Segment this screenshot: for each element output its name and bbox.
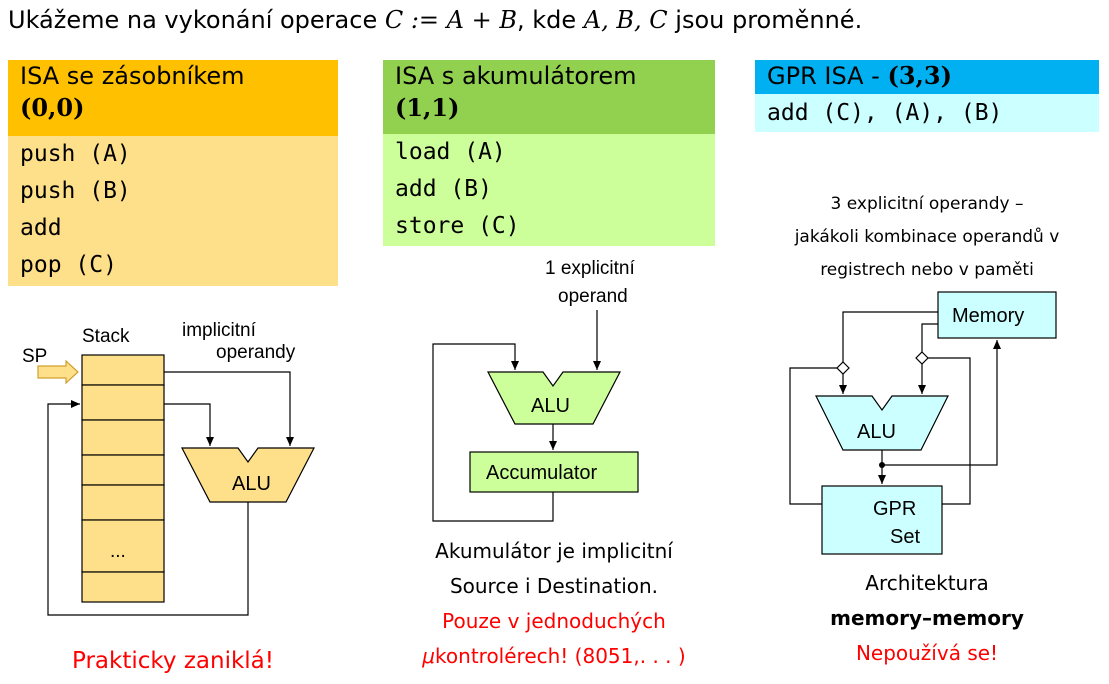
code-line: add <box>20 215 62 241</box>
gpr-set-label-2: Set <box>890 526 920 548</box>
gpr-alu-label: ALU <box>857 421 896 443</box>
stack-diagram: Stack SP implicitní operandy ALU ... <box>22 320 315 616</box>
acc-note: Akumulátor je implicitní Source i Destin… <box>383 534 725 674</box>
gpr-isa-title: GPR ISA - <box>767 62 888 90</box>
code-line: add (B) <box>395 176 492 202</box>
stack-ellipsis: ... <box>110 541 126 562</box>
code-line: pop (C) <box>20 252 117 278</box>
acc-alu-label: ALU <box>531 395 570 417</box>
acc-wires <box>432 310 601 522</box>
sp-label: SP <box>22 346 47 367</box>
mu-symbol: μ <box>422 644 436 668</box>
stack-isa-title: ISA se zásobníkem <box>20 62 245 90</box>
gpr-diagram: Memory ALU GPR Set <box>789 291 1057 555</box>
acc-explicit-label-1: 1 explicitní <box>545 258 635 279</box>
acc-diagram: 1 explicitní operand ALU Accumulator <box>432 258 639 522</box>
intro-prefix: Ukážeme na vykonání operace <box>8 6 385 34</box>
code-line: store (C) <box>395 213 520 239</box>
stack-cells <box>81 354 165 603</box>
stack-wires <box>47 371 294 616</box>
code-line: push (A) <box>20 141 131 167</box>
acc-note-red-line: Pouze v jednoduchých <box>442 609 666 633</box>
gpr-desc-line: registrech nebo v paměti <box>820 260 1034 280</box>
stack-note-text: Prakticky zaniklá! <box>72 648 274 674</box>
code-line: load (A) <box>395 139 506 165</box>
intro-suffix: jsou proměnné. <box>667 6 863 34</box>
gpr-isa-header: GPR ISA - (3,3) <box>755 60 1099 94</box>
acc-note-red-line-2: kontrolérech! (8051,. . . ) <box>435 644 686 668</box>
stack-isa-header: ISA se zásobníkem (0,0) <box>8 60 338 136</box>
intro-line: Ukážeme na vykonání operace C := A + B, … <box>8 6 862 34</box>
acc-alu <box>487 371 621 425</box>
stack-alu <box>181 447 315 503</box>
acc-note-red-line: μkontrolérech! (8051,. . . ) <box>383 639 725 674</box>
acc-isa-operands: (1,1) <box>395 93 460 122</box>
mux-diamond-left <box>836 361 850 375</box>
acc-explicit-label-2: operand <box>558 286 628 307</box>
acc-isa-title: ISA s akumulátorem <box>395 62 637 90</box>
stack-isa-code: push (A) push (B) add pop (C) <box>8 136 338 286</box>
gpr-note: Architektura memory–memory Nepoužívá se! <box>755 566 1099 671</box>
sp-pointer-arrow <box>37 359 79 385</box>
intro-vars: A, B, C <box>583 6 668 34</box>
gpr-isa-operands: (3,3) <box>887 61 952 90</box>
gpr-note-line: Architektura <box>865 571 989 595</box>
stack-note: Prakticky zaniklá! <box>8 644 338 679</box>
code-line: push (B) <box>20 178 131 204</box>
gpr-wires <box>789 311 1001 505</box>
intro-middle: , kde <box>517 6 584 34</box>
gpr-note-bold: memory–memory <box>830 606 1024 630</box>
memory-box <box>937 291 1057 339</box>
implicit-label-2: operandy <box>216 342 296 363</box>
gpr-desc-line: jakákoli kombinace operandů v <box>794 227 1060 247</box>
gpr-description: 3 explicitní operandy – jakákoli kombina… <box>755 188 1099 287</box>
acc-note-line: Source i Destination. <box>449 574 659 598</box>
gpr-set-box <box>821 485 943 555</box>
gpr-set-label-1: GPR <box>873 498 916 520</box>
intro-formula: C := A + B <box>384 6 517 34</box>
gpr-isa-code: add (C), (A), (B) <box>755 94 1099 132</box>
memory-label: Memory <box>952 305 1024 327</box>
accumulator-box <box>469 451 639 493</box>
acc-note-line: Akumulátor je implicitní <box>435 539 673 563</box>
stack-alu-label: ALU <box>232 473 271 495</box>
stack-isa-operands: (0,0) <box>20 93 85 122</box>
mux-diamond-right <box>915 351 929 365</box>
acc-isa-code: load (A) add (B) store (C) <box>383 134 715 246</box>
gpr-note-red: Nepoužívá se! <box>855 641 999 665</box>
implicit-label-1: implicitní <box>182 320 257 341</box>
junction-dot <box>879 462 885 468</box>
accumulator-label: Accumulator <box>486 462 597 484</box>
gpr-alu <box>815 395 949 451</box>
code-line: add (C), (A), (B) <box>767 100 1003 126</box>
gpr-desc-line: 3 explicitní operandy – <box>830 194 1024 214</box>
stack-label: Stack <box>82 326 130 347</box>
acc-isa-header: ISA s akumulátorem (1,1) <box>383 60 715 134</box>
